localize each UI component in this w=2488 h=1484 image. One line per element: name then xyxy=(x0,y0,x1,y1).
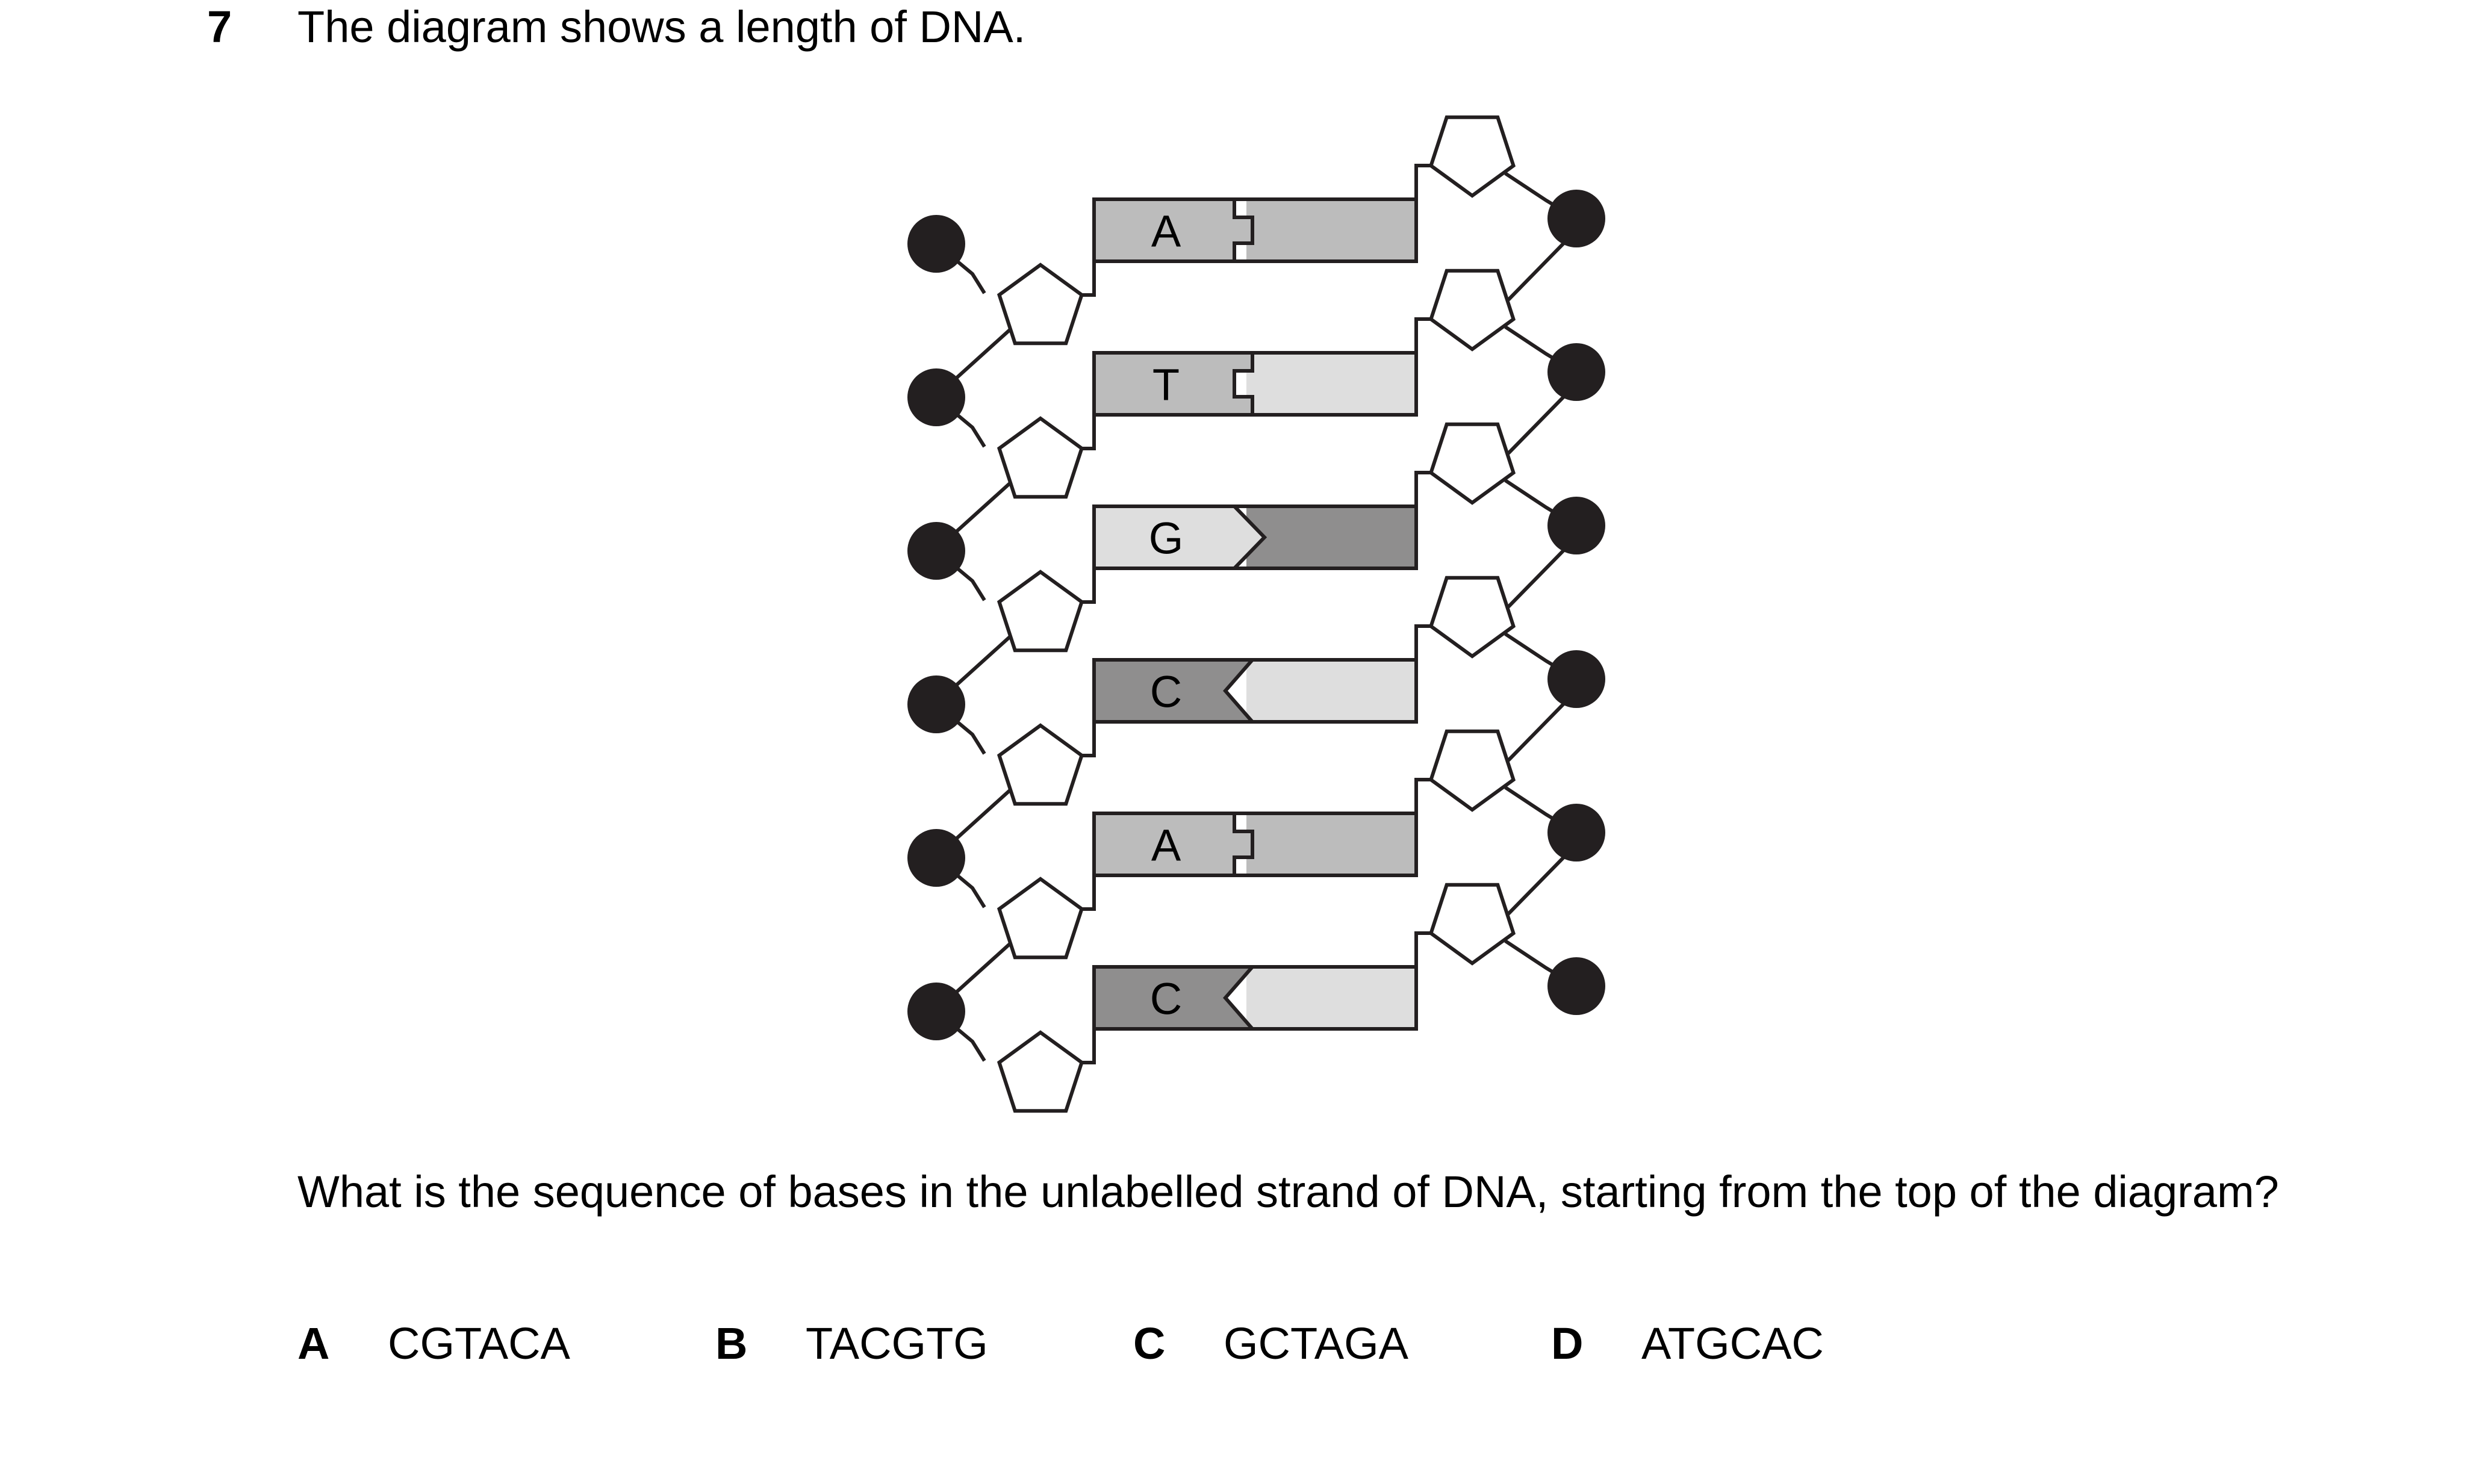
option-a[interactable]: A CGTACA xyxy=(297,1321,570,1366)
option-d[interactable]: D ATGCAC xyxy=(1551,1321,1824,1366)
question-prompt: What is the sequence of bases in the unl… xyxy=(297,1167,2279,1217)
phosphate-circle xyxy=(1547,650,1605,708)
phosphate-circle xyxy=(907,522,965,580)
sugar-pentagon xyxy=(997,570,1084,653)
option-d-letter: D xyxy=(1551,1318,1584,1368)
phosphate-circle xyxy=(1547,343,1605,401)
sugar-base-link xyxy=(1414,164,1431,199)
dna-diagram: A T G C A C xyxy=(907,115,1605,1113)
backbone-link xyxy=(947,788,1012,848)
sugar-base-link xyxy=(1081,875,1096,911)
base-pair-bar xyxy=(1092,658,1418,724)
sugar-base-link xyxy=(1414,778,1431,813)
phosphate-circle xyxy=(1547,957,1605,1015)
sugar-pentagon xyxy=(1428,269,1516,352)
sugar-pentagon xyxy=(997,416,1084,499)
phosphate-circle xyxy=(907,368,965,426)
base-pair-bar xyxy=(1092,504,1418,570)
sugar-pentagon xyxy=(1428,115,1516,198)
option-a-letter: A xyxy=(297,1318,330,1368)
backbone-link xyxy=(947,481,1012,541)
sugar-base-link xyxy=(1081,261,1096,297)
phosphate-circle xyxy=(907,215,965,273)
base-pair-bar xyxy=(1092,812,1418,877)
sugar-pentagon xyxy=(1428,729,1516,812)
sugar-pentagon xyxy=(1428,422,1516,505)
base-label: A xyxy=(1151,821,1181,871)
base-label: T xyxy=(1152,360,1180,410)
phosphate-circle xyxy=(1547,804,1605,862)
sugar-base-link xyxy=(1081,722,1096,757)
sugar-pentagon xyxy=(1428,883,1516,966)
question-number: 7 xyxy=(207,2,232,52)
option-c-letter: C xyxy=(1133,1318,1166,1368)
sugar-base-link xyxy=(1414,624,1431,660)
backbone-link xyxy=(1507,241,1566,302)
sugar-pentagon xyxy=(997,877,1084,960)
backbone-link xyxy=(947,635,1012,694)
partner-base xyxy=(1246,353,1416,415)
sugar-base-link xyxy=(1414,317,1431,353)
sugar-base-link xyxy=(1414,931,1431,967)
sugar-pentagon xyxy=(997,262,1084,346)
answer-options: A CGTACA B TACGTG C GCTAGA D ATGCAC xyxy=(297,1321,2284,1382)
sugar-pentagon xyxy=(997,723,1084,806)
sugar-pentagon xyxy=(997,1030,1084,1113)
base-label: A xyxy=(1151,206,1181,256)
option-a-text: CGTACA xyxy=(388,1318,570,1368)
backbone-link xyxy=(1507,548,1566,609)
backbone-link xyxy=(947,328,1012,387)
phosphate-circle xyxy=(907,983,965,1040)
base-pair-bar xyxy=(1092,351,1418,417)
base-label: G xyxy=(1149,514,1184,563)
phosphate-circle xyxy=(1547,497,1605,554)
backbone-link xyxy=(947,942,1012,1001)
partner-base xyxy=(1246,199,1416,261)
base-label: C xyxy=(1150,974,1182,1024)
base-pair-bar xyxy=(1092,197,1418,263)
sugar-base-link xyxy=(1081,415,1096,450)
option-b[interactable]: B TACGTG xyxy=(715,1321,988,1366)
option-b-text: TACGTG xyxy=(806,1318,988,1368)
sugar-pentagon xyxy=(1428,576,1516,659)
option-c-text: GCTAGA xyxy=(1224,1318,1408,1368)
partner-base xyxy=(1246,660,1416,722)
phosphate-circle xyxy=(907,675,965,733)
sugar-base-link xyxy=(1081,568,1096,604)
backbone-link xyxy=(1507,701,1566,762)
sugar-base-link xyxy=(1081,1029,1096,1064)
base-pair-bar xyxy=(1092,965,1418,1031)
option-d-text: ATGCAC xyxy=(1641,1318,1824,1368)
partner-base xyxy=(1246,506,1416,568)
option-c[interactable]: C GCTAGA xyxy=(1133,1321,1408,1366)
phosphate-circle xyxy=(1547,190,1605,247)
question-stem: The diagram shows a length of DNA. xyxy=(297,2,1026,52)
partner-base xyxy=(1246,813,1416,875)
sugar-base-link xyxy=(1414,471,1431,506)
phosphate-circle xyxy=(907,829,965,887)
option-b-letter: B xyxy=(715,1318,748,1368)
base-label: C xyxy=(1150,667,1182,717)
backbone-link xyxy=(1507,855,1566,916)
partner-base xyxy=(1246,967,1416,1029)
backbone-link xyxy=(1507,394,1566,455)
